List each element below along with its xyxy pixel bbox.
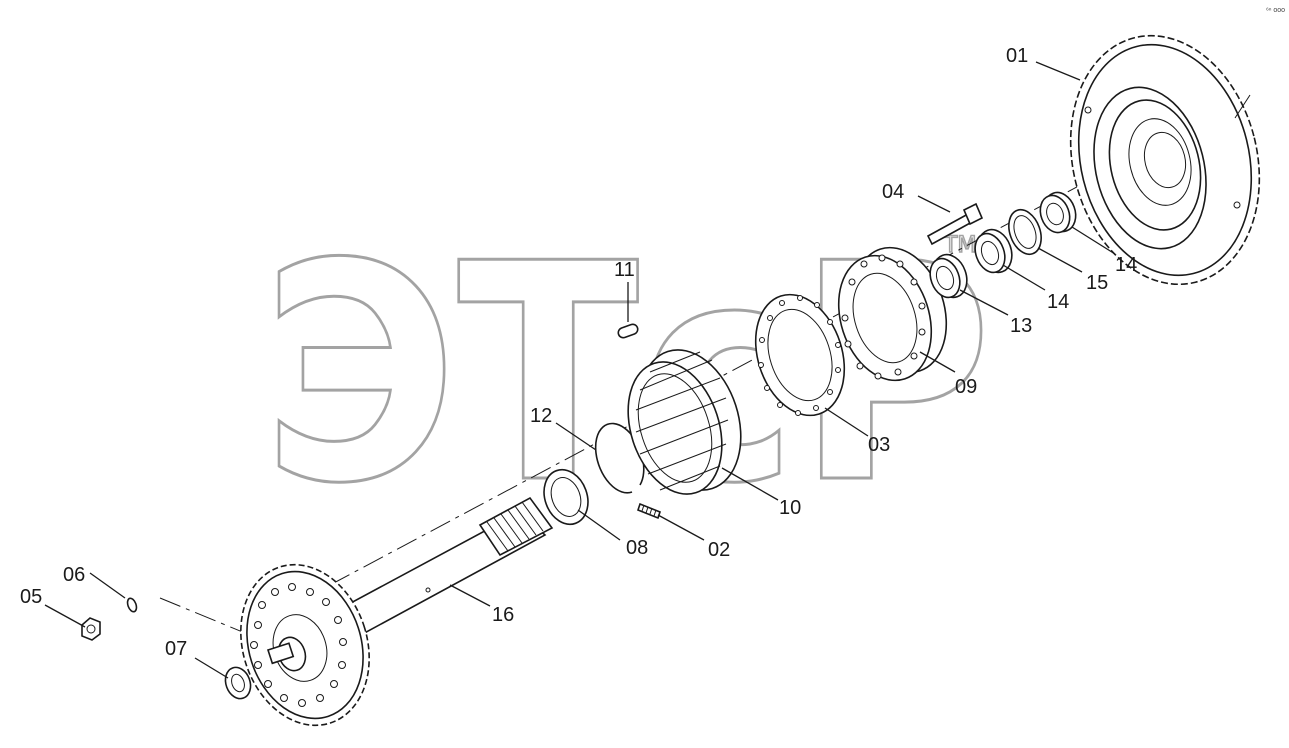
callout-07: 07 — [165, 638, 187, 660]
callout-11: 11 — [614, 259, 635, 281]
callout-08: 08 — [626, 537, 648, 559]
part-07-ring — [224, 666, 252, 700]
part-14-bearing-a — [974, 228, 1013, 274]
callout-10: 10 — [779, 497, 801, 519]
callout-14-a: 14 — [1047, 291, 1069, 313]
callout-09: 09 — [955, 376, 977, 398]
callout-06: 06 — [63, 564, 85, 586]
callout-01: 01 — [1006, 45, 1028, 67]
part-05-nut — [81, 617, 101, 641]
callout-03: 03 — [868, 434, 890, 456]
callout-05: 05 — [20, 586, 42, 608]
part-14-bearing-b — [1039, 191, 1077, 234]
shaft-spline — [478, 496, 554, 557]
disc-holes — [758, 295, 841, 416]
callout-15: 15 — [1086, 272, 1108, 294]
part-04-bolt — [926, 202, 984, 246]
callout-12: 12 — [530, 405, 552, 427]
part-11-pin — [617, 323, 639, 339]
corner-mark: ⁶ⁿ ooo — [1266, 7, 1285, 14]
callout-14-b: 14 — [1115, 254, 1137, 276]
part-16-shaft-gear — [240, 496, 554, 727]
part-10-drum — [627, 349, 742, 495]
leader-lines — [44, 61, 1116, 679]
part-02-spring — [637, 502, 661, 520]
callout-labels: 01 04 11 12 06 05 07 16 08 02 10 03 09 1… — [20, 45, 1137, 660]
part-09-ring-hub — [837, 246, 948, 382]
callout-13: 13 — [1010, 315, 1032, 337]
gear-holes — [250, 583, 347, 707]
callout-02: 02 — [708, 539, 730, 561]
part-13-bearing — [929, 253, 968, 299]
part-15-shim — [1008, 208, 1042, 256]
callout-16: 16 — [492, 604, 514, 626]
callout-04: 04 — [882, 181, 904, 203]
hub-holes — [841, 254, 926, 380]
part-06-washer — [126, 597, 138, 613]
part-01-large-gear — [1069, 34, 1261, 286]
part-08-seal — [543, 468, 589, 526]
part-03-friction-disc — [754, 293, 846, 417]
